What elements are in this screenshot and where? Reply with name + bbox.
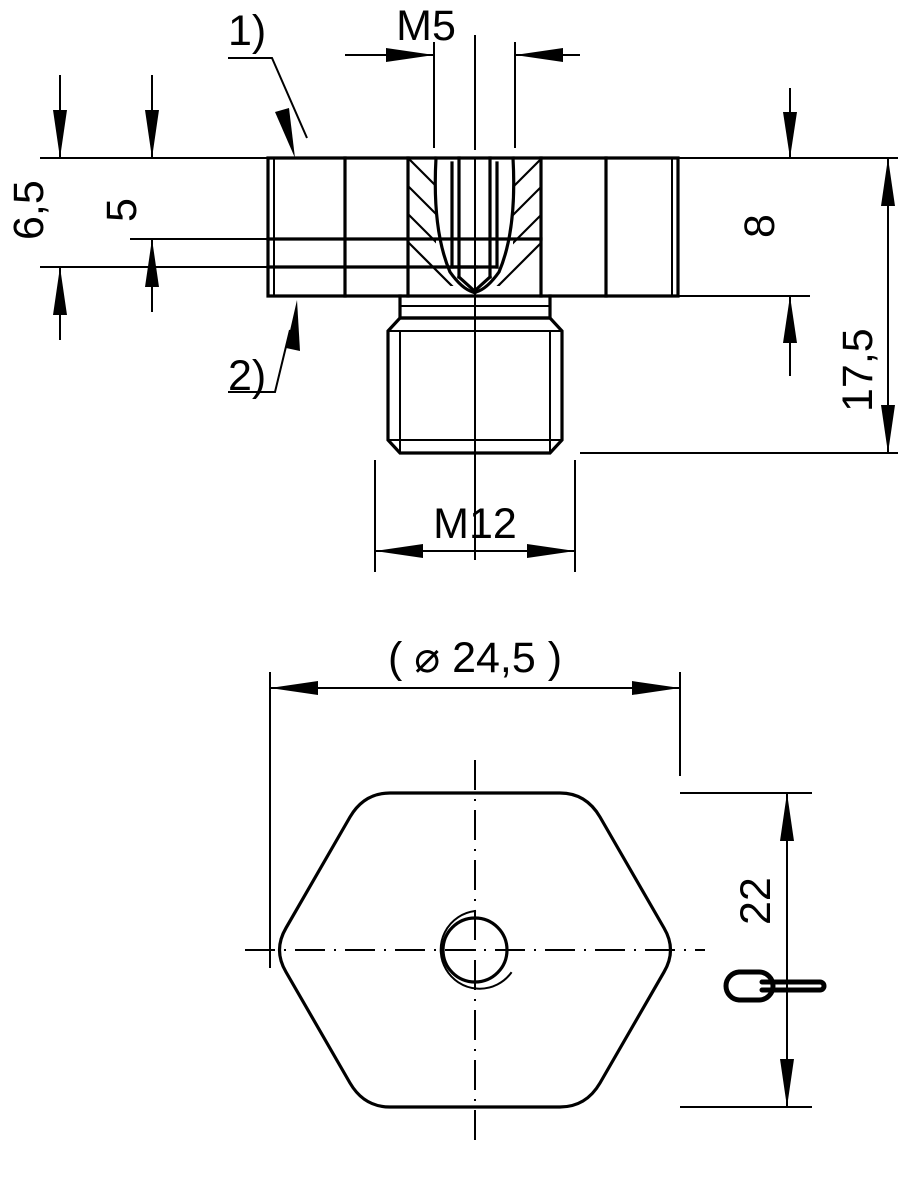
dimension-m5-label: M5 — [396, 2, 456, 50]
collar-projection-lines — [343, 156, 608, 298]
callout-1: 1) — [228, 7, 308, 158]
bottom-view-group — [245, 760, 705, 1140]
dimension-m12-label: M12 — [433, 500, 517, 548]
callout-2: 2) — [228, 300, 300, 400]
wrench-icon — [723, 969, 827, 1003]
dimension-17-5: 17,5 — [580, 157, 898, 454]
dimension-diameter-24-5: ( ⌀ 24,5 ) — [269, 634, 681, 968]
dimension-8: 8 — [678, 88, 840, 376]
dimension-m5: M5 — [345, 2, 580, 148]
callout-1-label: 1) — [228, 7, 266, 55]
dimension-17-5-label: 17,5 — [834, 328, 882, 412]
dimension-wrench-22: 22 — [680, 792, 827, 1108]
front-view-group — [266, 35, 680, 560]
dimension-6-5: 6,5 — [5, 75, 268, 340]
dimension-m12: M12 — [374, 460, 576, 572]
dimension-diameter-24-5-label: ( ⌀ 24,5 ) — [388, 634, 562, 682]
dimension-5: 5 — [98, 75, 268, 312]
hexagon-outline — [277, 791, 673, 1109]
collar-step-lines — [266, 237, 543, 269]
dimension-5-label: 5 — [98, 198, 146, 222]
dimension-8-label: 8 — [736, 214, 784, 238]
dimension-6-5-label: 6,5 — [5, 180, 53, 240]
callout-2-label: 2) — [228, 352, 266, 400]
collar-body-outline — [266, 156, 680, 298]
dimension-wrench-22-label: 22 — [732, 877, 780, 925]
